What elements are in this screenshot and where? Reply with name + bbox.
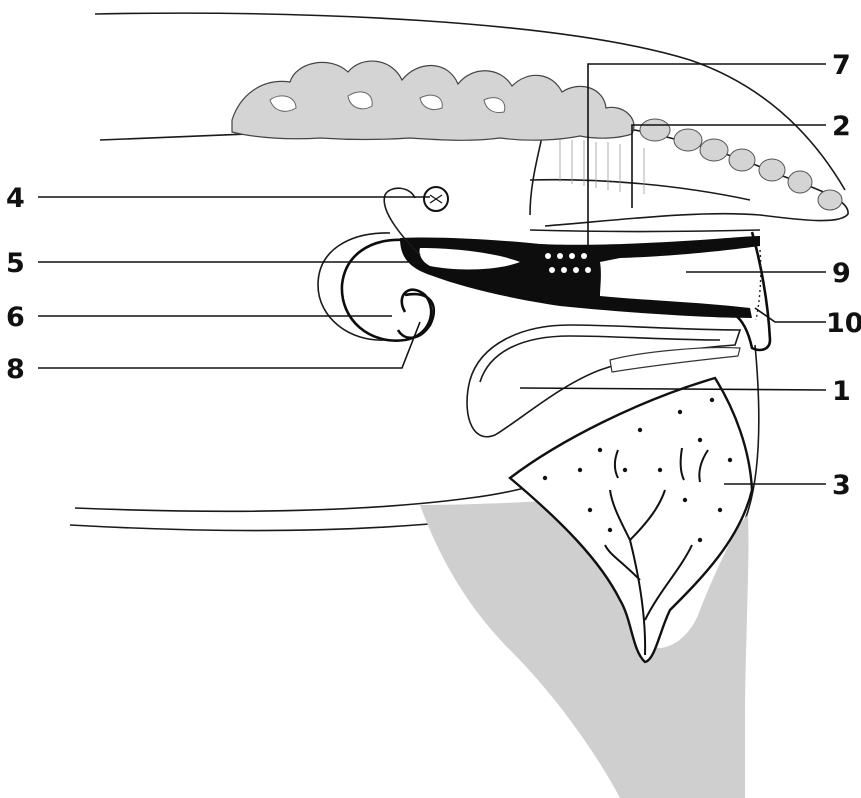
leader-10 — [755, 308, 826, 322]
label-8: 8 — [6, 354, 25, 385]
label-5: 5 — [6, 248, 25, 279]
label-6: 6 — [6, 302, 25, 333]
label-2: 2 — [832, 111, 851, 142]
genital-tract — [400, 236, 760, 318]
label-4: 4 — [6, 183, 25, 214]
label-10: 10 — [826, 308, 861, 339]
label-1: 1 — [832, 376, 851, 407]
label-9: 9 — [832, 258, 851, 289]
label-7: 7 — [832, 50, 851, 81]
vertebrae — [232, 61, 842, 210]
leader-1 — [520, 388, 826, 390]
label-3: 3 — [832, 470, 851, 501]
